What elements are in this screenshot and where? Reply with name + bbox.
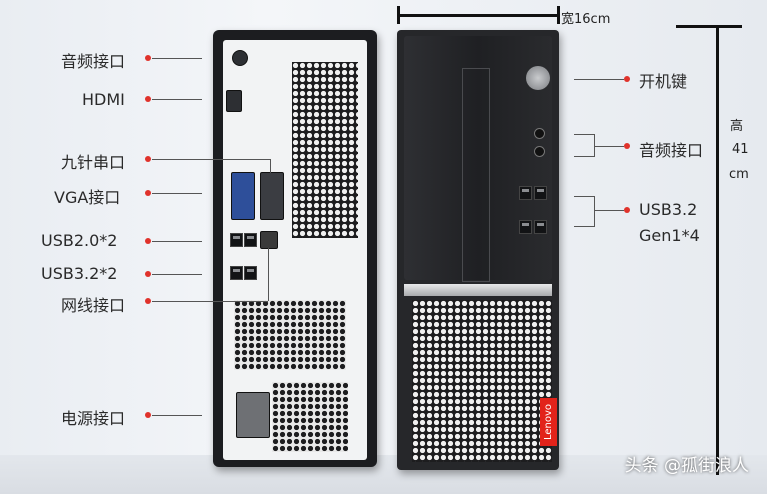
- callout-line: [152, 301, 268, 302]
- label-usb3: USB3.2*2: [41, 264, 118, 283]
- label-front-usb-line2: Gen1*4: [639, 226, 700, 245]
- lenovo-logo: Lenovo: [540, 398, 557, 446]
- width-dimension-bar: [397, 14, 559, 17]
- front-audio-jack-2: [534, 146, 545, 157]
- callout-line: [594, 146, 624, 147]
- rear-hdmi-port: [226, 90, 242, 112]
- power-button: [526, 66, 550, 90]
- callout-line: [574, 134, 594, 135]
- callout-dot: [145, 412, 151, 418]
- label-front-audio: 音频接口: [639, 141, 704, 160]
- front-usb-port-3: [519, 220, 532, 234]
- rear-power-socket: [236, 392, 270, 438]
- callout-dot: [624, 76, 630, 82]
- label-power-socket: 电源接口: [61, 409, 126, 428]
- watermark: 头条 @孤街浪人: [624, 456, 749, 476]
- callout-line: [594, 210, 624, 211]
- height-dimension-tick-top: [676, 25, 742, 28]
- callout-dot: [145, 55, 151, 61]
- rear-expansion-slots: [234, 300, 346, 370]
- callout-line: [270, 159, 271, 173]
- callout-line: [574, 226, 594, 227]
- callout-line: [152, 58, 202, 59]
- callout-line: [594, 134, 595, 157]
- front-usb-port-1: [519, 186, 532, 200]
- rear-vga-port: [231, 172, 255, 220]
- rear-psu-vent: [272, 382, 348, 452]
- front-grille: [412, 300, 552, 462]
- floor-background: [0, 455, 767, 494]
- front-usb-port-4: [534, 220, 547, 234]
- front-silver-strip: [404, 284, 552, 296]
- height-dimension-bar: [716, 25, 719, 475]
- label-serial-port: 九针串口: [61, 153, 126, 172]
- label-power-button: 开机键: [639, 72, 688, 91]
- label-vga: VGA接口: [54, 188, 121, 207]
- callout-dot: [145, 271, 151, 277]
- rear-ethernet-port: [260, 231, 278, 249]
- rear-vent-top: [292, 62, 358, 238]
- callout-dot: [145, 190, 151, 196]
- callout-line: [152, 159, 270, 160]
- rear-usb2-port-2: [244, 233, 257, 247]
- callout-line: [574, 79, 624, 80]
- width-dimension-tick-left: [397, 6, 400, 24]
- callout-line: [594, 196, 595, 227]
- callout-dot: [624, 207, 630, 213]
- rear-usb3-port-2: [244, 266, 257, 280]
- callout-line: [152, 241, 202, 242]
- height-dimension-value: 41: [732, 142, 749, 157]
- optical-drive-bay: [462, 68, 490, 282]
- rear-usb3-port-1: [230, 266, 243, 280]
- label-front-usb-line1: USB3.2: [639, 200, 698, 219]
- callout-line: [152, 193, 202, 194]
- height-dimension-char: 高: [730, 119, 744, 134]
- callout-dot: [145, 96, 151, 102]
- width-dimension-tick-right: [557, 6, 560, 24]
- callout-dot: [624, 143, 630, 149]
- callout-line: [574, 156, 594, 157]
- rear-serial-port: [260, 172, 284, 220]
- width-dimension-label: 宽16cm: [561, 12, 611, 27]
- callout-dot: [145, 238, 151, 244]
- callout-line: [268, 248, 269, 301]
- rear-audio-port: [232, 50, 248, 66]
- rear-usb2-port-1: [230, 233, 243, 247]
- callout-dot: [145, 156, 151, 162]
- label-hdmi: HDMI: [82, 90, 125, 109]
- callout-line: [152, 415, 202, 416]
- callout-dot: [145, 298, 151, 304]
- height-dimension-unit: cm: [729, 167, 749, 182]
- callout-line: [152, 274, 202, 275]
- callout-line: [152, 99, 202, 100]
- label-usb2: USB2.0*2: [41, 231, 118, 250]
- front-audio-jack-1: [534, 128, 545, 139]
- callout-line: [574, 196, 594, 197]
- label-ethernet: 网线接口: [61, 296, 126, 315]
- front-usb-port-2: [534, 186, 547, 200]
- label-rear-audio: 音频接口: [61, 52, 126, 71]
